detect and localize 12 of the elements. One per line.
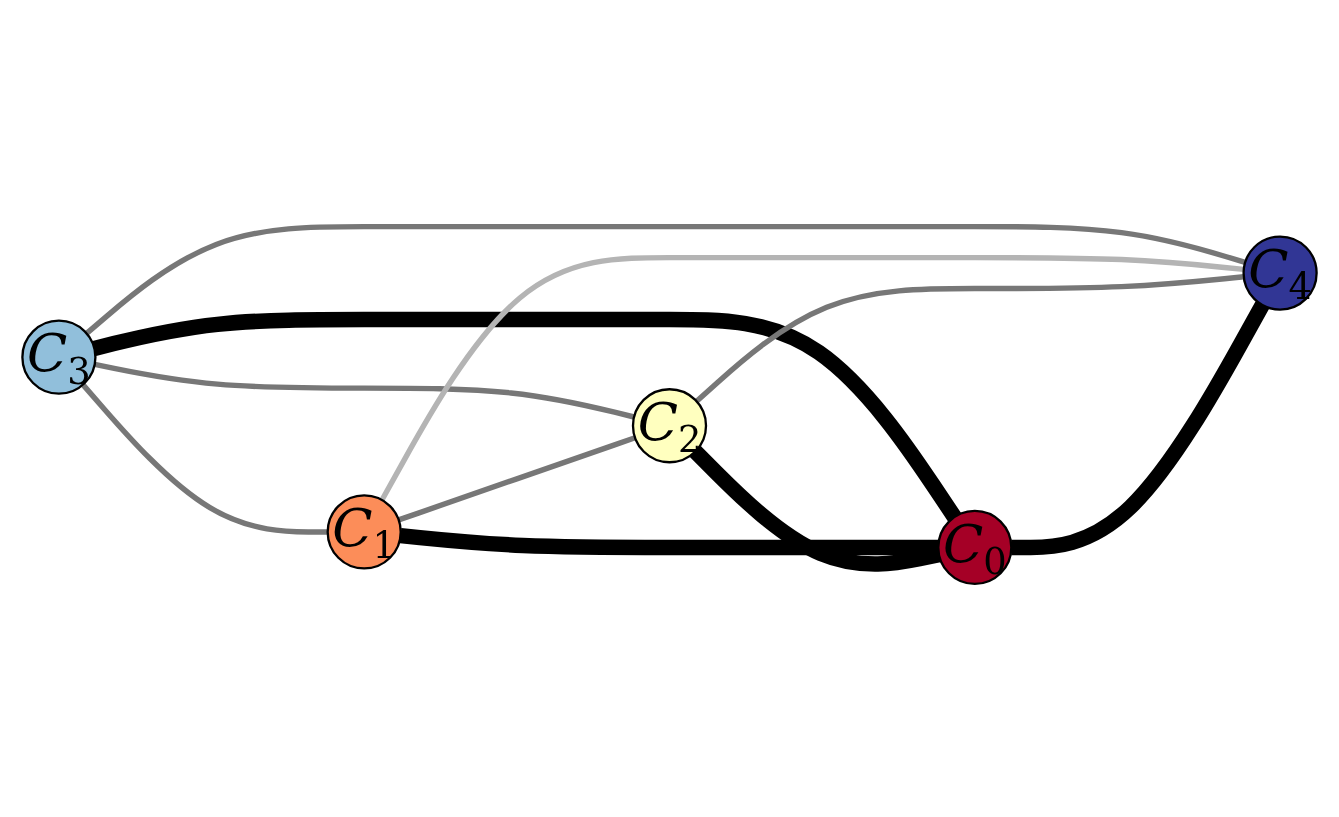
node-circle: C$_{3}$ <box>21 319 97 395</box>
connector <box>92 311 961 522</box>
connector <box>399 527 939 556</box>
node-circle: C$_{0}$ <box>937 509 1013 586</box>
connector <box>1011 301 1270 556</box>
node-circle: C$_{4}$ <box>1242 235 1318 311</box>
connector <box>84 223 1246 336</box>
connector <box>94 361 635 420</box>
connector <box>80 382 328 535</box>
connector <box>689 446 941 572</box>
node-circle: C$_{1}$ <box>326 494 402 570</box>
connector <box>397 435 636 523</box>
